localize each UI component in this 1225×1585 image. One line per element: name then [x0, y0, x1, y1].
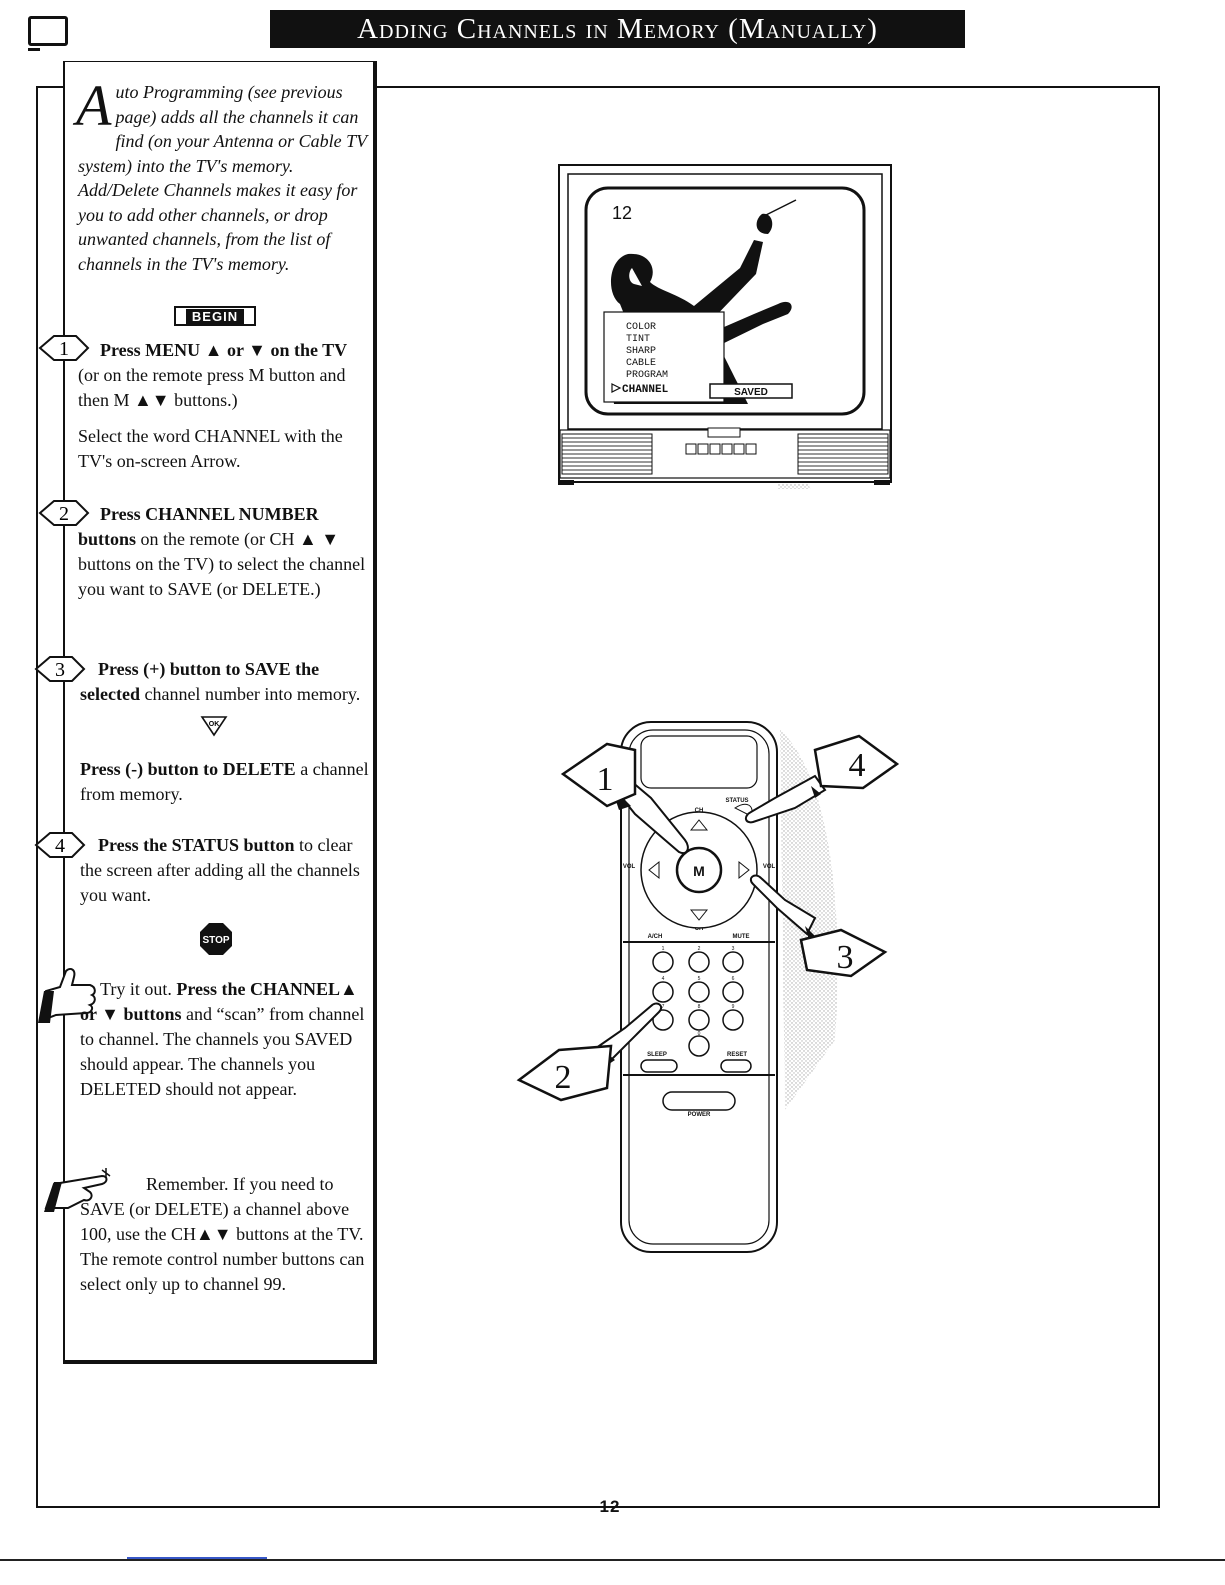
svg-text:9: 9: [732, 1004, 735, 1010]
svg-text:7: 7: [662, 1004, 665, 1010]
step-3-body: channel number into memory.: [139, 684, 361, 704]
step-2-body: on the remote (or CH ▲ ▼ buttons on the …: [78, 529, 366, 599]
step-4-text: Press the STATUS button to clear the scr…: [80, 833, 370, 908]
content-frame: [36, 86, 1160, 1508]
svg-text:VOL: VOL: [623, 864, 636, 870]
svg-text:CH: CH: [695, 926, 704, 932]
try-it-out-text: Try it out. Press the CHANNEL▲ or ▼ butt…: [80, 977, 370, 1102]
svg-text:2: 2: [59, 503, 69, 525]
begin-label: BEGIN: [185, 309, 245, 325]
svg-text:1: 1: [662, 946, 665, 952]
ok-arrow-icon: OK: [200, 716, 228, 737]
step-1-number: 1: [59, 338, 69, 360]
svg-text:3: 3: [55, 659, 65, 681]
step-2-bold: Press CHANNEL NUMBER buttons: [78, 504, 319, 549]
step-3-extra-bold: Press (-) button to DELETE: [80, 759, 296, 779]
svg-text:4: 4: [55, 835, 65, 857]
page-number: 12: [599, 1497, 621, 1516]
step-1-extra: Select the word CHANNEL with the TV's on…: [78, 426, 343, 471]
svg-text:5: 5: [698, 976, 701, 982]
step-2-text: Press CHANNEL NUMBER buttons on the remo…: [78, 502, 368, 602]
svg-text:2: 2: [555, 1059, 572, 1096]
svg-text:POWER: POWER: [688, 1112, 711, 1118]
page-title: Adding Channels in Memory (Manually): [357, 12, 878, 45]
page-bottom-rule: [0, 1559, 1225, 1561]
step-1-body: (or on the remote press M button and the…: [78, 365, 346, 410]
svg-text:VOL: VOL: [763, 864, 776, 870]
svg-text:2: 2: [698, 946, 701, 952]
svg-text:COLOR: COLOR: [626, 322, 656, 333]
step-3-text: Press (+) button to SAVE the selected ch…: [80, 657, 370, 707]
svg-text:8: 8: [698, 1004, 701, 1010]
begin-badge: BEGIN: [174, 306, 256, 326]
svg-text:MUTE: MUTE: [733, 934, 750, 940]
step-1-bold: Press MENU ▲ or ▼ on the TV: [100, 340, 348, 360]
page-title-bar: Adding Channels in Memory (Manually): [270, 10, 965, 48]
svg-text:SLEEP: SLEEP: [647, 1052, 667, 1058]
svg-text:CHANNEL: CHANNEL: [622, 384, 669, 396]
svg-text:CABLE: CABLE: [626, 358, 656, 369]
svg-text:A/CH: A/CH: [648, 934, 663, 940]
svg-text:SHARP: SHARP: [626, 346, 656, 357]
corner-box-icon: [28, 16, 68, 51]
stop-sign-icon: STOP: [200, 923, 232, 955]
svg-text:0: 0: [698, 1031, 701, 1037]
step-3-marker-icon: 3: [34, 656, 86, 682]
svg-text:CH: CH: [695, 808, 704, 814]
svg-text:STOP: STOP: [202, 935, 229, 946]
instructions-panel: [63, 61, 377, 1364]
intro-text: uto Programming (see previous page) adds…: [78, 82, 367, 274]
step-1-text: Press MENU ▲ or ▼ on the TV (or on the r…: [78, 338, 368, 413]
step-2-marker-icon: 2: [38, 500, 90, 526]
television-illustration: 12 COLOR TINT SHARP CABLE PROGRAM CHANNE…: [558, 164, 892, 489]
try-it-bold: Press the CHANNEL▲ or ▼ buttons: [80, 979, 358, 1024]
step-3-extra-body: a channel from memory.: [80, 759, 369, 804]
step-3-bold: Press (+) button to SAVE the selected: [80, 659, 320, 704]
step-3-extra: Press (-) button to DELETE a channel fro…: [80, 757, 370, 807]
svg-text:6: 6: [732, 976, 735, 982]
try-it-lead: Try it out.: [100, 979, 177, 999]
pointing-hand-icon: [44, 1168, 111, 1212]
step-4-bold: Press the STATUS button: [98, 835, 295, 855]
link-underline: [127, 1557, 267, 1559]
svg-text:STATUS: STATUS: [725, 798, 748, 804]
step-4-body: to clear the screen after adding all the…: [80, 835, 360, 905]
svg-text:PROGRAM: PROGRAM: [626, 370, 668, 381]
svg-text:1: 1: [597, 761, 614, 798]
remote-control-illustration: CH STATUS VOL VOL A/CH CH MUTE SLEEP RES…: [516, 721, 900, 1253]
svg-text:3: 3: [732, 946, 735, 952]
svg-text:OK: OK: [209, 721, 220, 728]
step-1-marker-icon: 1: [38, 335, 90, 361]
svg-text:4: 4: [849, 747, 866, 784]
tv-channel-number: 12: [612, 203, 632, 223]
svg-text:SAVED: SAVED: [734, 387, 768, 398]
svg-text:4: 4: [662, 976, 665, 982]
thumbs-up-hand-icon: [38, 968, 96, 1023]
svg-text:RESET: RESET: [727, 1052, 747, 1058]
remember-text: Remember. If you need to SAVE (or DELETE…: [80, 1174, 365, 1294]
panel-left-rule: [63, 61, 65, 1361]
intro-dropcap: A: [76, 73, 112, 138]
svg-text:TINT: TINT: [626, 334, 650, 345]
try-it-body: and “scan” from channel to channel. The …: [80, 1004, 365, 1099]
svg-text:M: M: [693, 863, 705, 879]
step-4-marker-icon: 4: [34, 832, 86, 858]
intro-paragraph: A uto Programming (see previous page) ad…: [76, 73, 368, 276]
svg-text:3: 3: [837, 939, 854, 976]
